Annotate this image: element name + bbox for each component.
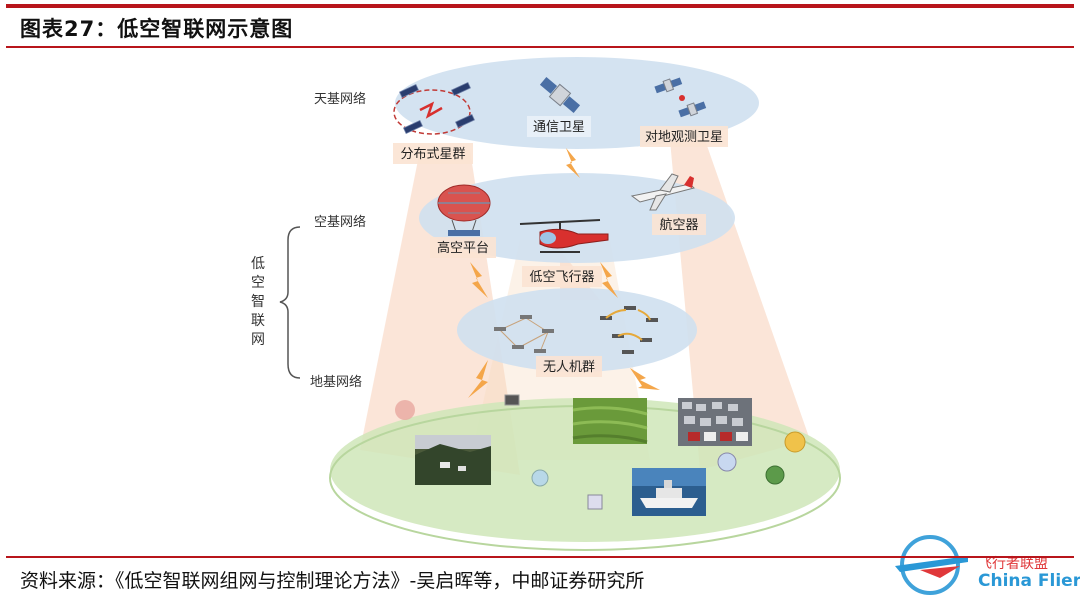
scene-farmland-photo <box>572 398 648 444</box>
scene-traffic-photo <box>678 398 752 446</box>
side-label: 低 空 智 联 网 <box>251 256 265 348</box>
label-comm-satellite: 通信卫星 <box>533 120 585 135</box>
page-title: 图表27：低空智联网示意图 <box>20 17 294 41</box>
earth-observation-satellite-icon <box>654 77 707 118</box>
svg-text:智: 智 <box>251 294 265 310</box>
node-labels: 分布式星群 通信卫星 对地观测卫星 高空平台 低空飞行器 航空器 无人机群 <box>393 116 728 377</box>
link-drone-ground-right <box>630 368 660 390</box>
scene-village-photo <box>415 435 491 485</box>
ground-markers <box>395 394 806 510</box>
watermark-logo-icon <box>900 535 960 595</box>
link-air-drone-left <box>470 262 488 298</box>
watermark-cn: 飞行者联盟 <box>978 556 1048 572</box>
label-high-altitude-platform: 高空平台 <box>437 240 489 256</box>
scene-ship-photo <box>632 468 706 516</box>
source-note: 资料来源：《低空智联网组网与控制理论方法》-吴启晖等，中邮证券研究所 <box>20 570 645 592</box>
bottom-rule <box>6 556 1074 558</box>
label-earth-observation-satellite: 对地观测卫星 <box>645 130 723 145</box>
layer-label-space: 天基网络 <box>314 91 366 107</box>
top-rule <box>6 4 1074 8</box>
drone-swarm-icon <box>494 306 658 354</box>
label-aircraft: 航空器 <box>659 217 698 233</box>
drone-layer-ellipse <box>457 288 697 372</box>
distributed-constellation-icon <box>393 81 475 135</box>
link-space-air <box>566 148 580 178</box>
label-drone-swarm: 无人机群 <box>543 360 595 375</box>
svg-text:低: 低 <box>251 256 265 272</box>
aircraft-icon <box>630 173 695 211</box>
layer-brace <box>279 226 301 379</box>
watermark-en: China Flier <box>978 571 1080 591</box>
high-altitude-platform-icon <box>437 184 491 236</box>
label-low-altitude-aircraft: 低空飞行器 <box>529 270 594 285</box>
label-distributed-constellation: 分布式星群 <box>400 147 465 162</box>
svg-text:网: 网 <box>251 332 265 348</box>
svg-text:空: 空 <box>251 275 265 291</box>
svg-text:联: 联 <box>251 313 265 329</box>
watermark: 飞行者联盟 China Flier <box>895 535 1080 595</box>
link-drone-ground-left <box>468 360 488 398</box>
low-altitude-aircraft-icon <box>519 219 609 253</box>
title-rule <box>6 46 1074 48</box>
layer-label-air: 空基网络 <box>314 214 366 230</box>
lightning-links <box>468 148 660 398</box>
layer-label-ground: 地基网络 <box>310 374 362 390</box>
ground-scenes <box>395 394 806 516</box>
comm-satellite-icon <box>539 77 581 113</box>
link-air-drone-right <box>600 262 618 298</box>
